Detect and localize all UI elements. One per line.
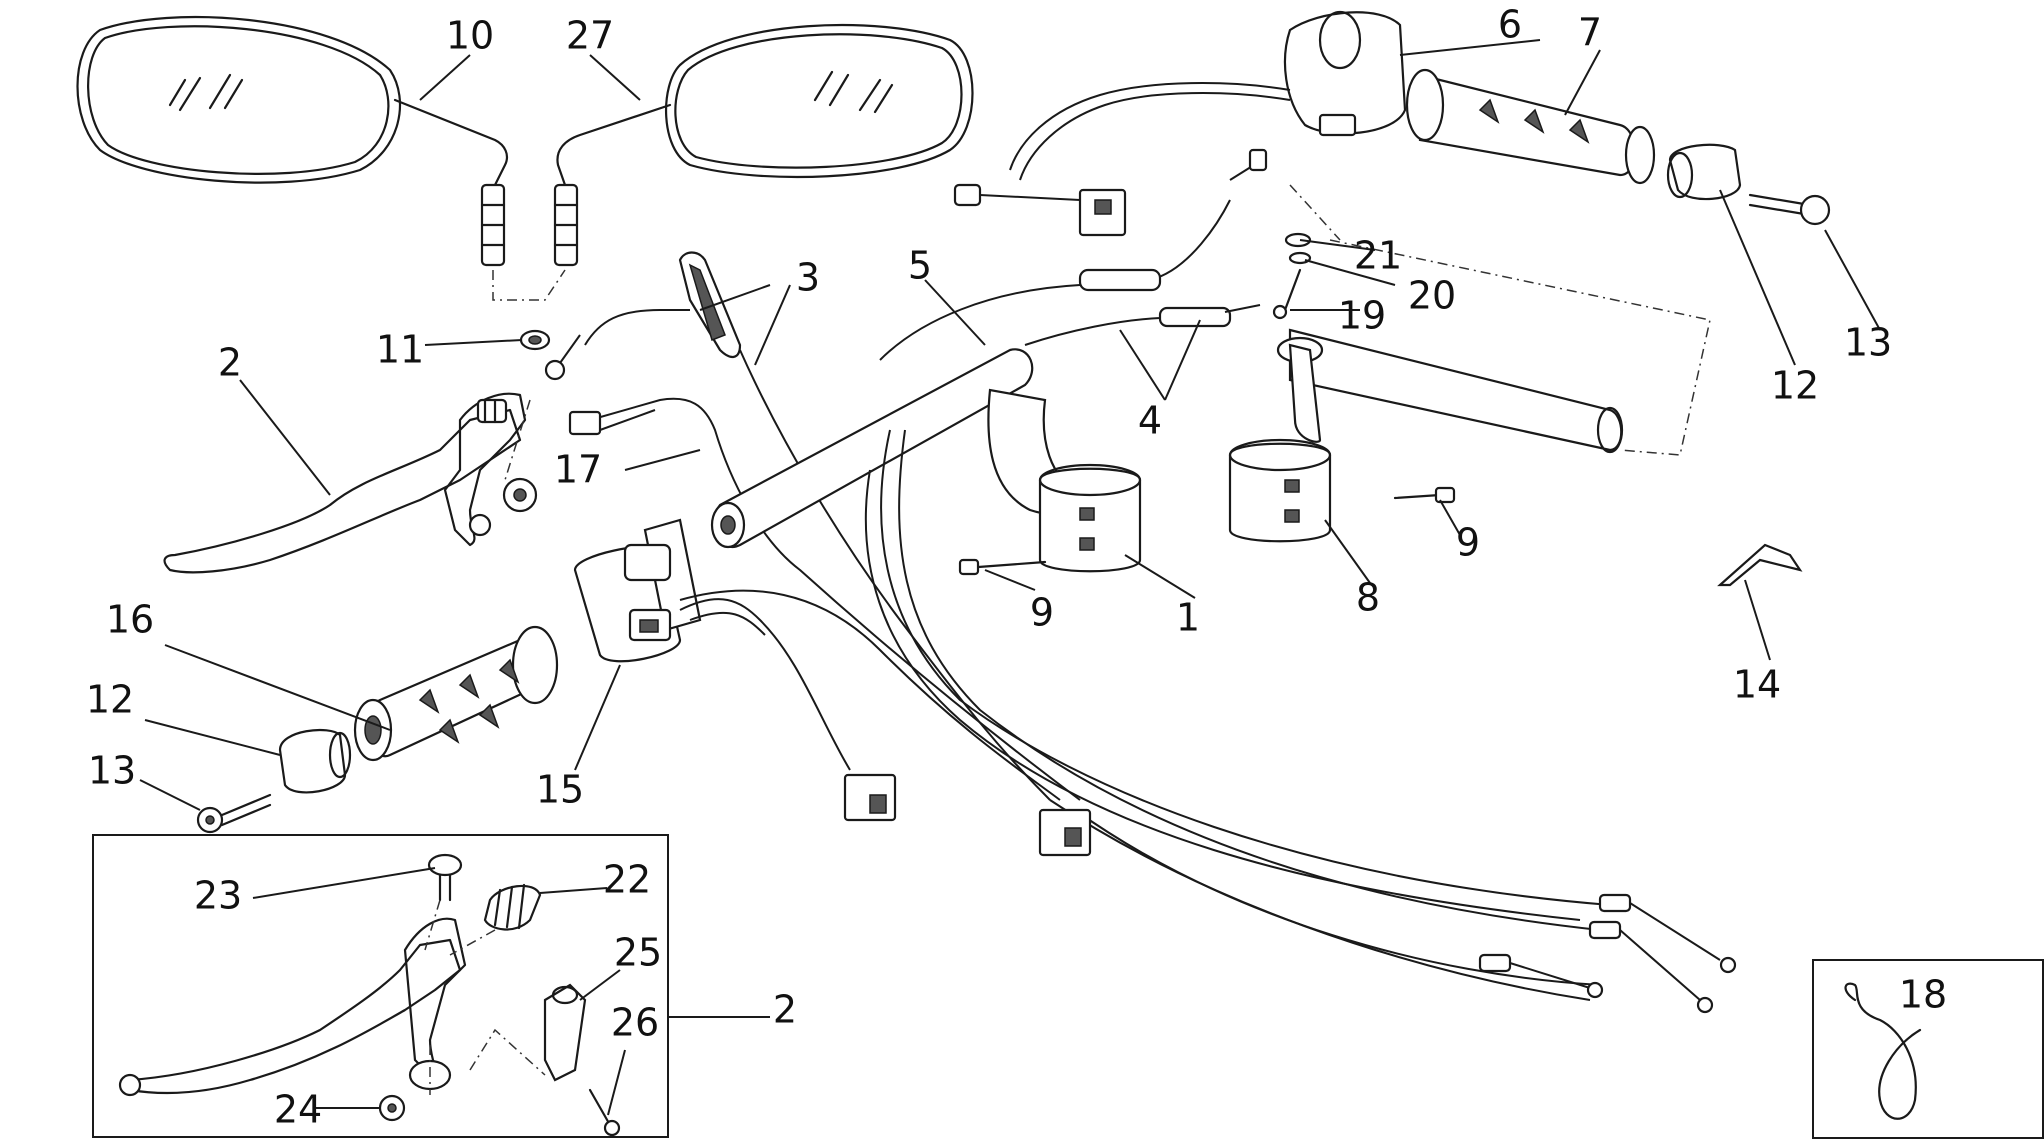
callout-9-right: 9: [1456, 521, 1480, 565]
callout-16: 16: [106, 598, 154, 642]
callout-3: 3: [796, 256, 820, 300]
inset-lever: [118, 917, 467, 1097]
callout-27: 27: [566, 14, 614, 58]
callout-25: 25: [614, 931, 662, 975]
cable-17: [568, 397, 1081, 801]
callout-14: 14: [1733, 663, 1781, 707]
callout-13-left: 13: [88, 749, 136, 793]
callout-2-inset: 2: [773, 988, 797, 1032]
inset-screw-23: [427, 853, 463, 902]
right-grip-7: [1405, 68, 1656, 185]
left-mirror: [76, 15, 509, 267]
cable-3: [544, 251, 1051, 801]
inset-bolt-26: [588, 1088, 621, 1137]
left-grip-16: [353, 625, 559, 762]
bar-end-12-left: [278, 728, 352, 794]
handlebar: [710, 348, 1082, 549]
clamp-8: [1228, 438, 1332, 543]
callout-24: 24: [274, 1088, 322, 1132]
callout-13-right: 13: [1844, 321, 1892, 365]
inset-frame-18: [1812, 959, 2044, 1139]
callout-12-right: 12: [1771, 364, 1819, 408]
callout-17: 17: [554, 448, 602, 492]
bar-end-12-right: [1666, 143, 1742, 201]
callout-9-left: 9: [1030, 591, 1054, 635]
callout-5: 5: [908, 244, 932, 288]
right-handlebar-half: [1276, 328, 1624, 454]
screw-13-left: [196, 793, 272, 834]
callout-15: 15: [536, 768, 584, 812]
callout-11: 11: [376, 328, 424, 372]
callout-10: 10: [446, 14, 494, 58]
callout-7: 7: [1578, 11, 1602, 55]
bolt-9-right: [1393, 486, 1456, 504]
inset-nut-24: [378, 1094, 406, 1122]
throttle-cables: [864, 199, 1737, 1014]
callout-19: 19: [1338, 294, 1386, 338]
callout-18: 18: [1899, 973, 1947, 1017]
small-parts-19-21: [1272, 232, 1312, 320]
clip-14: [1717, 543, 1803, 587]
inset-adjuster-22: [483, 883, 542, 931]
callout-6: 6: [1498, 3, 1522, 47]
callout-4: 4: [1138, 399, 1162, 443]
callout-12-left: 12: [86, 678, 134, 722]
callout-2-top: 2: [218, 341, 242, 385]
callout-8: 8: [1356, 576, 1380, 620]
callout-20: 20: [1408, 274, 1456, 318]
callout-22: 22: [603, 858, 651, 902]
screw-13-right: [1748, 193, 1831, 226]
bolt-9-left: [958, 558, 1047, 576]
clutch-lever-assembly: [163, 392, 538, 574]
callout-26: 26: [611, 1001, 659, 1045]
right-switch-6: [953, 10, 1407, 237]
clamp-1: [1038, 463, 1142, 573]
left-switch-15: [573, 518, 1092, 857]
callout-23: 23: [194, 874, 242, 918]
inset-frame-2: [92, 834, 669, 1138]
callout-1: 1: [1176, 596, 1200, 640]
inset-bracket-25: [543, 983, 587, 1082]
callout-labels: 10 27 11 2 3 17 5 4 6 7 21 20 19 12 13 9…: [86, 3, 1947, 1132]
leader-lines: [139, 39, 1881, 1116]
spring-clip-18: [1844, 982, 1922, 1120]
washer-11: [519, 329, 551, 351]
right-mirror: [553, 23, 974, 267]
callout-21: 21: [1354, 234, 1402, 278]
